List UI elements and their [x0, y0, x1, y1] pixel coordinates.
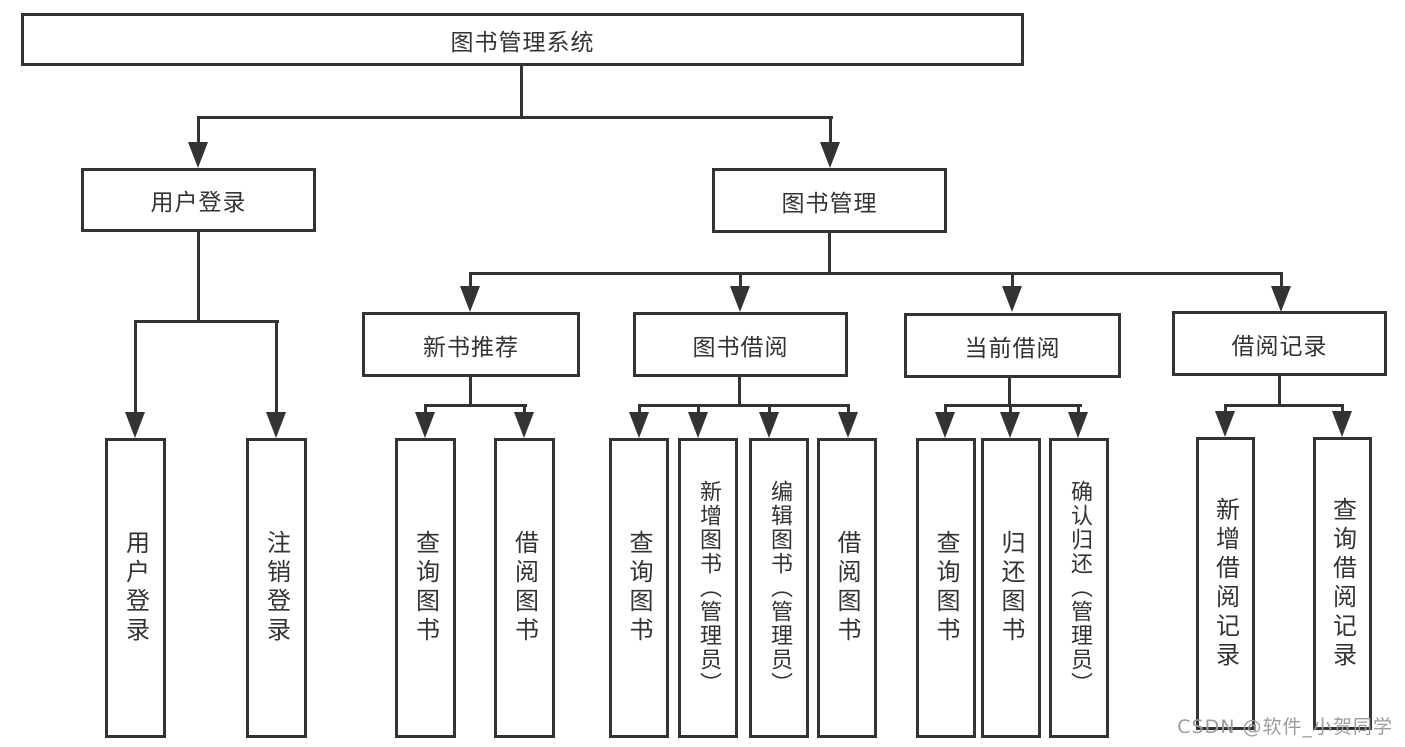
node-borrowing-records: 借阅记录: [1172, 311, 1387, 376]
connector-line: [1008, 378, 1011, 407]
connector-arrowhead: [188, 142, 208, 168]
node-bb-query-books: 查询图书: [609, 438, 669, 738]
connector-arrowhead: [1000, 412, 1020, 438]
watermark: CSDN @软件_小贺同学: [1177, 716, 1393, 738]
node-rec-query-books: 查询图书: [395, 438, 456, 738]
connector-line: [829, 116, 832, 146]
connector-line: [738, 377, 741, 407]
connector-arrowhead: [1215, 411, 1235, 437]
connector-line: [424, 404, 527, 407]
node-new-book-recommendation: 新书推荐: [362, 312, 580, 377]
node-current-borrowing: 当前借阅: [904, 313, 1121, 378]
node-user-login-leaf: 用户登录: [105, 438, 166, 738]
connector-arrowhead: [1271, 286, 1291, 312]
connector-line: [134, 320, 279, 323]
connector-line: [469, 272, 1283, 275]
connector-arrowhead: [266, 412, 286, 438]
connector-line: [1077, 404, 1080, 414]
connector-line: [424, 404, 427, 414]
connector-line: [739, 272, 742, 288]
connector-arrowhead: [460, 286, 480, 312]
connector-line: [520, 66, 523, 119]
connector-line: [944, 404, 1082, 407]
connector-line: [847, 404, 850, 414]
connector-arrowhead: [759, 412, 779, 438]
connector-arrowhead: [1068, 412, 1088, 438]
connector-line: [697, 404, 700, 414]
connector-line: [1009, 404, 1012, 414]
connector-line: [828, 233, 831, 275]
node-bb-edit-books-admin: 编辑图书（管理员）: [749, 438, 809, 738]
connector-line: [197, 232, 200, 323]
connector-arrowhead: [1332, 411, 1352, 437]
connector-line: [275, 320, 278, 413]
node-cb-confirm-return-admin: 确认归还（管理员）: [1049, 438, 1109, 738]
node-rec-borrow-books: 借阅图书: [494, 438, 555, 738]
connector-line: [469, 377, 472, 407]
connector-line: [469, 272, 472, 288]
connector-arrowhead: [730, 286, 750, 312]
connector-line: [1224, 404, 1344, 407]
node-book-borrowing: 图书借阅: [633, 312, 848, 377]
connector-line: [1278, 376, 1281, 407]
node-cb-return-books: 归还图书: [981, 438, 1041, 738]
node-br-add-record: 新增借阅记录: [1196, 437, 1255, 730]
connector-line: [197, 116, 833, 119]
connector-arrowhead: [935, 412, 955, 438]
connector-line: [1341, 404, 1344, 413]
node-logout: 注销登录: [246, 438, 307, 738]
connector-line: [523, 404, 526, 414]
connector-arrowhead: [514, 412, 534, 438]
connector-arrowhead: [629, 412, 649, 438]
connector-arrowhead: [1002, 286, 1022, 312]
node-user-login: 用户登录: [81, 168, 316, 232]
connector-line: [134, 320, 137, 413]
connector-line: [768, 404, 771, 414]
connector-arrowhead: [688, 412, 708, 438]
node-br-query-record: 查询借阅记录: [1313, 437, 1372, 730]
connector-line: [1280, 272, 1283, 288]
node-cb-query-books: 查询图书: [916, 438, 976, 738]
connector-line: [1224, 404, 1227, 413]
connector-line: [1011, 272, 1014, 288]
node-bb-borrow-books: 借阅图书: [817, 438, 877, 738]
node-bb-add-books-admin: 新增图书（管理员）: [678, 438, 738, 738]
connector-line: [638, 404, 850, 407]
connector-line: [638, 404, 641, 414]
connector-arrowhead: [820, 142, 840, 168]
connector-arrowhead: [125, 412, 145, 438]
node-book-management: 图书管理: [712, 168, 947, 233]
connector-arrowhead: [415, 412, 435, 438]
connector-line: [197, 116, 200, 146]
connector-line: [944, 404, 947, 414]
node-library-management-system: 图书管理系统: [21, 13, 1024, 66]
connector-arrowhead: [838, 412, 858, 438]
